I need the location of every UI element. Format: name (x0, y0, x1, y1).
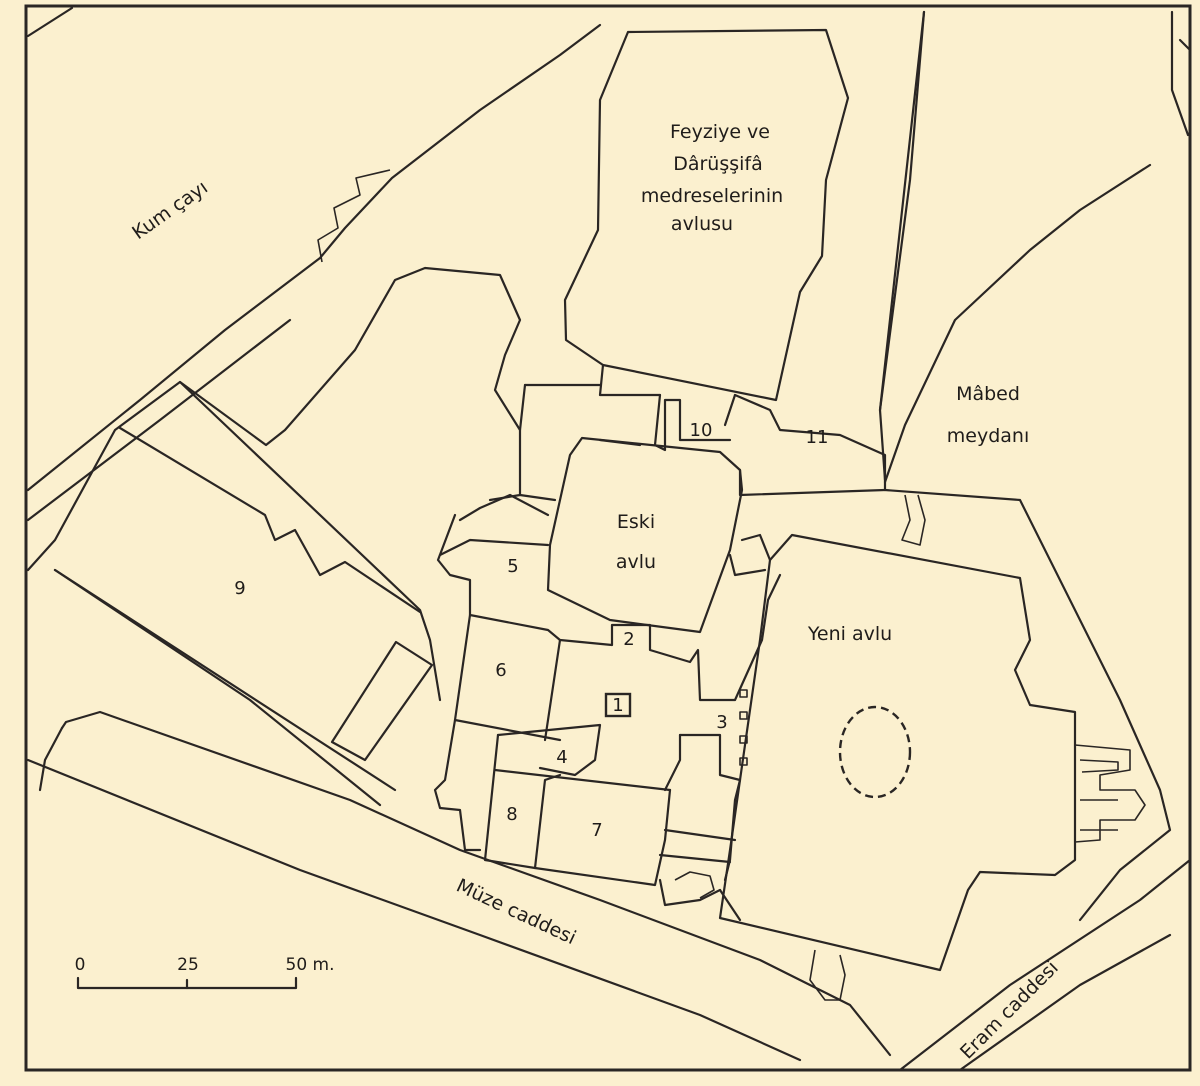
scale-bar: 0 25 50 m. (75, 955, 335, 990)
scale-label-25: 25 (177, 955, 199, 975)
label-room-9: 9 (234, 578, 245, 599)
kum-cayi-banks (26, 6, 602, 522)
complex-outline (26, 266, 522, 807)
eram-caddesi-road (898, 858, 1192, 1072)
label-eski-2: avlu (616, 551, 656, 573)
central-building (433, 383, 1172, 922)
label-room-3: 3 (716, 712, 727, 733)
label-room-5: 5 (507, 556, 518, 577)
east-entrance (1074, 744, 1146, 843)
medrese-courtyard (563, 10, 926, 412)
label-room-10: 10 (690, 420, 713, 441)
label-medrese-3: medreselerinin (641, 185, 783, 207)
label-room-2: 2 (623, 629, 634, 650)
label-room-6: 6 (495, 660, 506, 681)
label-medrese-2: Dârüşşifâ (673, 153, 763, 175)
label-mabed-2: meydanı (947, 425, 1029, 447)
passage-connectors (809, 494, 926, 1001)
room-9-inner (330, 640, 434, 762)
yeni-avlu (718, 533, 1077, 972)
scale-label-50: 50 m. (286, 955, 335, 975)
label-medrese-4: avlusu (671, 213, 733, 235)
label-room-8: 8 (506, 804, 517, 825)
item-1-box (604, 692, 632, 718)
label-yeni-avlu: Yeni avlu (807, 623, 892, 645)
label-medrese-1: Feyziye ve (670, 121, 770, 143)
map-frame (24, 4, 1192, 1072)
label-room-1: 1 (612, 695, 623, 716)
label-room-11: 11 (806, 427, 829, 448)
yeni-avlu-pool (838, 705, 912, 799)
pillar-markers (739, 689, 748, 766)
label-eski-1: Eski (617, 511, 655, 533)
scale-label-0: 0 (75, 955, 86, 975)
label-mabed-1: Mâbed (956, 383, 1020, 405)
label-room-7: 7 (591, 820, 602, 841)
muze-caddesi-road (26, 710, 892, 1062)
label-room-4: 4 (556, 747, 567, 768)
